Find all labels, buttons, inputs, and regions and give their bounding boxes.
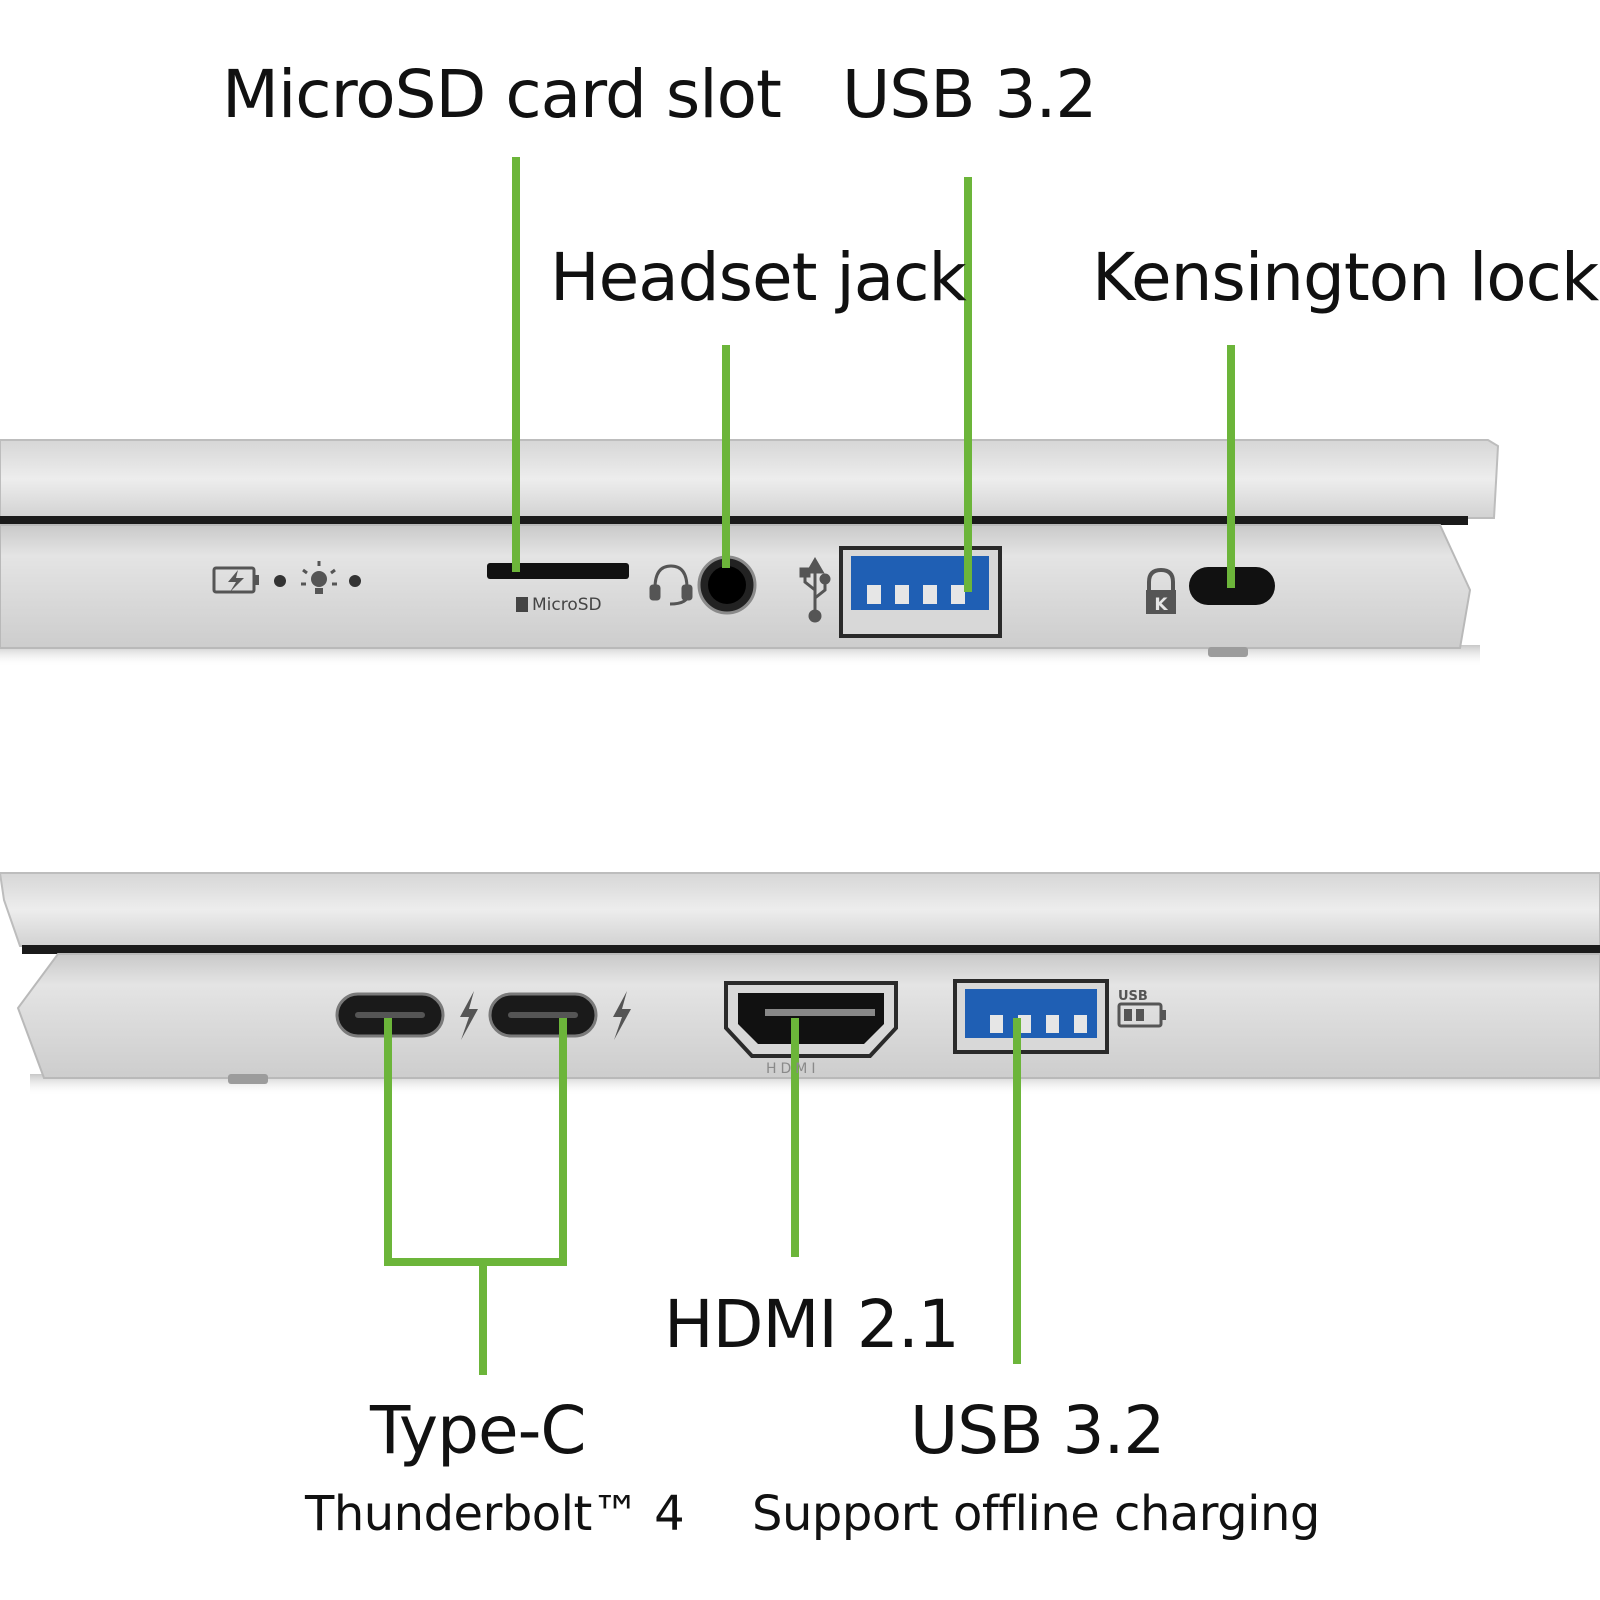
bottom-laptop-lid (0, 872, 1600, 947)
top-laptop-side: K (0, 439, 1500, 667)
power-led-icon (301, 561, 337, 594)
hdmi-pins (765, 1009, 875, 1016)
thunderbolt-icon (460, 991, 478, 1040)
thunderbolt-icon-2 (613, 991, 631, 1040)
microsd-engraving: MicroSD (532, 595, 602, 615)
label-kensington-lock: Kensington lock (1092, 239, 1599, 316)
kensington-icon: K (1146, 567, 1176, 615)
usb-a-pins-top (867, 585, 965, 604)
bottom-laptop-foot (228, 1074, 268, 1084)
microsd-slot (487, 563, 629, 579)
label-hdmi: HDMI 2.1 (664, 1286, 960, 1363)
bottom-laptop-side (0, 872, 1600, 1096)
svg-text:K: K (1154, 595, 1168, 615)
leader-typec (384, 1018, 567, 1375)
headset-jack-hole (708, 566, 746, 604)
typec-tongue-2 (508, 1012, 578, 1018)
label-typec: Type-C (370, 1392, 586, 1469)
top-laptop-shadow (0, 645, 1480, 667)
microsd-card-icon (516, 597, 528, 612)
top-laptop-seam (0, 516, 1468, 525)
label-usb-bottom: USB 3.2 (910, 1392, 1165, 1469)
headset-icon (649, 564, 693, 606)
label-thunderbolt: Thunderbolt™ 4 (305, 1486, 685, 1542)
top-laptop-foot (1208, 647, 1248, 657)
label-offline-charging: Support offline charging (752, 1486, 1320, 1542)
hdmi-port-inner (738, 993, 884, 1044)
hdmi-engraving: HDMI (766, 1061, 820, 1077)
label-headset-jack: Headset jack (550, 239, 967, 316)
power-led-dot-icon (349, 575, 361, 587)
label-usb-top: USB 3.2 (842, 56, 1097, 133)
usb-a-pins-bottom (990, 1015, 1087, 1033)
usb-trident-icon (799, 557, 831, 623)
typec-tongue-1 (355, 1012, 425, 1018)
battery-charge-icon (212, 566, 259, 594)
bottom-laptop-seam (22, 945, 1600, 954)
usb-charging-icon (1117, 1002, 1166, 1028)
charge-led-icon (274, 575, 286, 587)
usb-badge-engraving: USB (1118, 989, 1148, 1004)
leader-lines (384, 157, 1235, 1375)
bottom-laptop-shadow (30, 1074, 1600, 1096)
label-microsd-card-slot: MicroSD card slot (222, 56, 782, 133)
top-laptop-lid (0, 439, 1500, 519)
